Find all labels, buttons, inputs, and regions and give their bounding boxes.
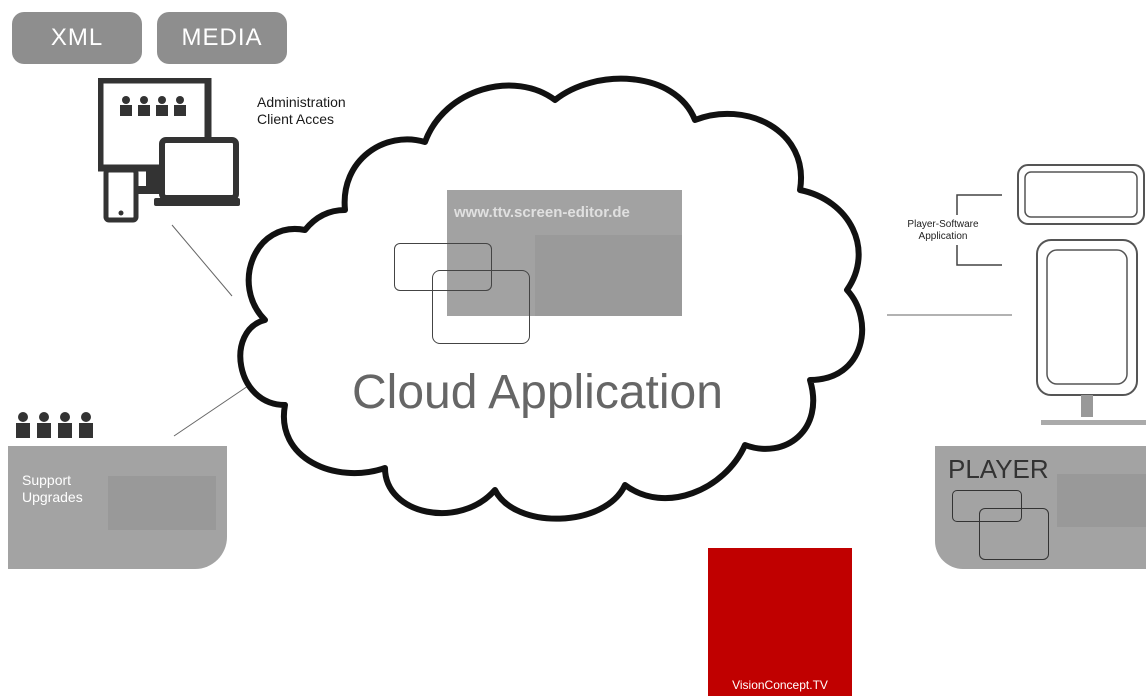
admin-label: Administration Client Acces	[257, 94, 346, 128]
website-text[interactable]: www.ttv.screen-editor.de	[454, 204, 630, 221]
admin-label-line2: Client Acces	[257, 111, 335, 127]
brand-logo[interactable]: VisionConcept.TV	[708, 548, 852, 696]
xml-button[interactable]: XML	[12, 12, 142, 64]
player-bracket	[956, 194, 1002, 266]
player-kiosk-icon	[1033, 238, 1146, 428]
website-panel-shade	[535, 235, 682, 316]
support-panel-shade	[108, 476, 216, 530]
player-software-label: Player-Software Application	[895, 219, 991, 243]
player-window-back-icon	[952, 490, 1022, 522]
support-label-line2: Upgrades	[22, 489, 83, 505]
admin-connector	[171, 224, 233, 297]
brand-text: VisionConcept.TV	[732, 678, 828, 692]
player-screen-landscape-icon	[1016, 163, 1146, 226]
support-connector	[173, 385, 249, 437]
window-back-icon	[394, 243, 492, 291]
player-label: PLAYER	[948, 454, 1049, 484]
cloud-title: Cloud Application	[352, 366, 723, 419]
admin-label-line1: Administration	[257, 94, 346, 110]
support-label-line1: Support	[22, 472, 72, 488]
player-panel-shade	[1057, 474, 1146, 527]
window-front-icon	[432, 270, 530, 344]
support-label: Support Upgrades	[22, 472, 83, 506]
media-button[interactable]: MEDIA	[157, 12, 287, 64]
player-window-front-icon	[979, 508, 1049, 560]
player-software-line2: Application	[918, 231, 968, 242]
admin-devices-icon	[98, 78, 240, 223]
player-software-line1: Player-Software	[907, 219, 979, 230]
support-people-icon	[14, 410, 98, 440]
